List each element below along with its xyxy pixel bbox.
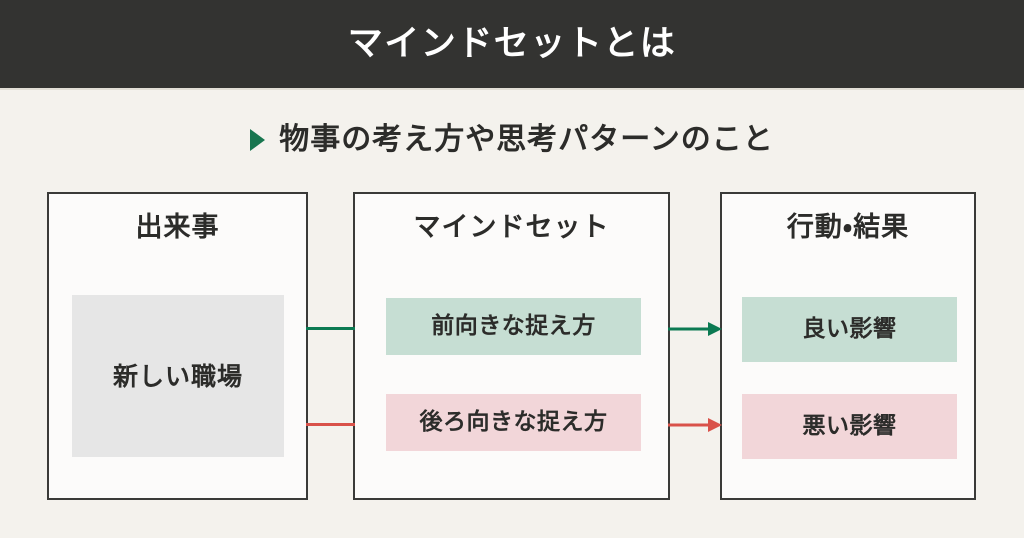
panel-outcome: 行動・結果 良い影響 悪い影響 <box>720 192 976 500</box>
chip-positive-mindset-label: 前向きな捉え方 <box>431 313 596 339</box>
connector-event-to-mindset-positive <box>306 327 355 330</box>
triangle-right-icon <box>250 129 266 151</box>
chip-positive-outcome-label: 良い影響 <box>802 316 897 342</box>
subtitle-row: 物事の考え方や思考パターンのこと <box>0 112 1024 168</box>
panel-mindset-title: マインドセット <box>413 212 610 243</box>
event-block-label: 新しい職場 <box>112 361 243 391</box>
panel-outcome-title: 行動・結果 <box>786 212 910 243</box>
header-divider <box>0 88 1024 90</box>
panel-event-title: 出来事 <box>135 212 220 243</box>
connector-event-to-mindset-negative <box>306 423 355 426</box>
subtitle-text: 物事の考え方や思考パターンのこと <box>279 122 774 157</box>
panel-event: 出来事 新しい職場 <box>47 192 308 500</box>
chip-positive-mindset: 前向きな捉え方 <box>386 298 641 355</box>
event-block: 新しい職場 <box>72 295 284 457</box>
page-title: マインドセットとは <box>347 23 677 64</box>
chip-positive-outcome: 良い影響 <box>742 297 957 362</box>
chip-negative-outcome: 悪い影響 <box>742 394 957 459</box>
chip-negative-mindset: 後ろ向きな捉え方 <box>386 394 641 451</box>
chip-negative-mindset-label: 後ろ向きな捉え方 <box>419 409 608 435</box>
header-bar: マインドセットとは <box>0 0 1024 88</box>
panel-mindset: マインドセット 前向きな捉え方 後ろ向きな捉え方 <box>353 192 670 500</box>
arrow-mindset-to-outcome-positive <box>668 322 722 336</box>
arrow-mindset-to-outcome-negative <box>668 418 722 432</box>
chip-negative-outcome-label: 悪い影響 <box>802 413 897 439</box>
